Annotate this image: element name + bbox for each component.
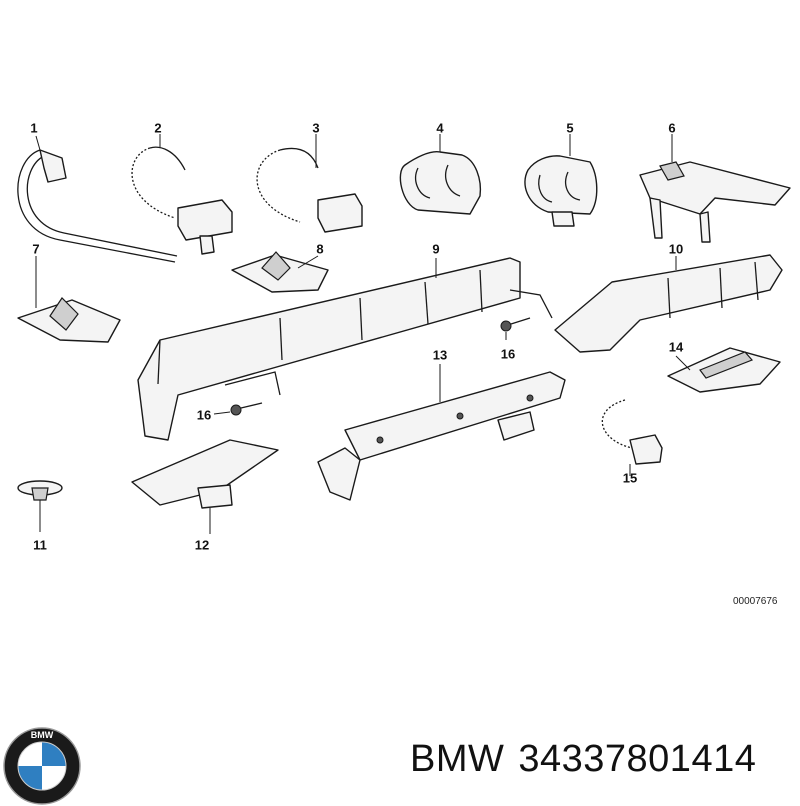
callout-4: 4 xyxy=(436,120,444,136)
part-16-screw-a xyxy=(213,402,263,416)
caption-part-number: 34337801414 xyxy=(518,738,757,780)
callout-1: 1 xyxy=(30,120,38,136)
part-2-ribbed-clip xyxy=(131,134,233,255)
callout-16-a: 16 xyxy=(196,407,212,423)
callout-14: 14 xyxy=(668,339,684,355)
bmw-logo-icon: BMW xyxy=(3,727,81,805)
part-5-pipe-clip xyxy=(524,134,598,227)
part-9-channel xyxy=(137,257,553,441)
callout-16-b: 16 xyxy=(500,346,516,362)
part-11-push-clip xyxy=(17,480,63,532)
part-caption: BMW 34337801414 xyxy=(410,738,770,781)
part-7-mounting-plate xyxy=(17,256,121,343)
part-1-cable-tie xyxy=(17,135,178,263)
callout-12: 12 xyxy=(194,537,210,553)
callout-10: 10 xyxy=(668,241,684,257)
callout-6: 6 xyxy=(668,120,676,136)
logo-text: BMW xyxy=(31,730,54,740)
callout-8: 8 xyxy=(316,241,324,257)
part-8-mounting-plate xyxy=(231,251,329,293)
part-4-pipe-clip xyxy=(399,134,482,215)
drawing-number: 00007676 xyxy=(733,596,778,607)
part-13-rail xyxy=(317,364,566,501)
part-6-multi-holder xyxy=(639,134,791,243)
callout-15: 15 xyxy=(622,470,638,486)
part-10-holder xyxy=(554,254,783,353)
callout-2: 2 xyxy=(154,120,162,136)
callout-13: 13 xyxy=(432,347,448,363)
part-16-screw-b xyxy=(500,317,531,340)
callout-5: 5 xyxy=(566,120,574,136)
caption-brand: BMW xyxy=(410,738,505,780)
part-3-ribbed-clip xyxy=(256,134,363,233)
callout-11: 11 xyxy=(33,537,47,553)
callout-3: 3 xyxy=(312,120,320,136)
part-15-ribbed-clip xyxy=(601,399,663,476)
callout-7: 7 xyxy=(32,241,40,257)
callout-9: 9 xyxy=(432,241,440,257)
part-14-clip-plate xyxy=(667,347,781,393)
part-12-cover-plate xyxy=(131,439,279,534)
